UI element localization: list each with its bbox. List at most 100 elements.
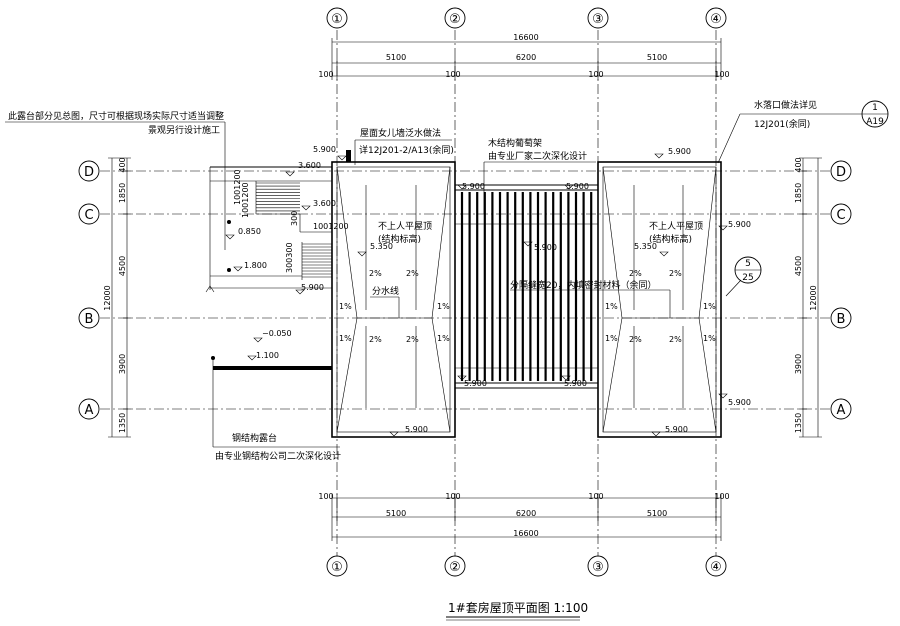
slope-left-ul: 2% (369, 269, 382, 278)
dimensions-bottom: 100 100 100 100 5100 6200 5100 16600 (318, 492, 730, 541)
slope-right-side-lr: 1% (703, 334, 716, 343)
callout-1-top: 1 (872, 103, 878, 113)
grid-lines (100, 30, 830, 556)
note-parapet-line2: 详12J201-2/A13(余同) (359, 144, 454, 156)
elev-5350-left: 5.350 (370, 242, 393, 251)
axis-bubble-top-3: ③ (592, 12, 604, 27)
axis-bubble-top-1: ① (331, 12, 343, 27)
dim-offset-top-2: 100 (445, 70, 460, 79)
note-parapet-line1: 屋面女儿墙泛水做法 (360, 127, 441, 139)
dim-offset-top-3: 100 (588, 70, 603, 79)
axis-bubble-bottom-1: ① (331, 560, 343, 575)
axis-bubbles: ① ② ③ ④ ① ② ③ ④ D C B A D C B A (78, 7, 852, 577)
stair-dim-3: 1001200 (313, 222, 349, 231)
slope-right-ul: 2% (629, 269, 642, 278)
slope-right-side-u: 1% (605, 302, 618, 311)
elev-5900-l: 5.900 (665, 425, 688, 434)
steel-terrace-edge (213, 366, 332, 370)
dim-total-width-top: 16600 (513, 33, 538, 42)
stair-dim-1: 1001200 (233, 169, 242, 205)
dim-offset-top-1: 100 (318, 70, 333, 79)
note-pergola-line2: 由专业厂家二次深化设计 (488, 150, 587, 162)
note-roof-left-line1: 不上人平屋顶 (378, 221, 432, 232)
drawing-title-block: 1#套房屋顶平面图 1:100 (446, 600, 588, 621)
note-joint: 分隔缝宽20，内填密封材料（余同） (510, 279, 656, 291)
axis-bubble-left-d: D (84, 165, 94, 180)
axis-bubble-right-a: A (837, 403, 846, 418)
stair-treads-lower (302, 243, 332, 278)
elev-minus-0050: −0.050 (262, 329, 292, 338)
elev-1800: 1.800 (244, 261, 267, 270)
note-terrace-line2: 景观另行设计施工 (148, 124, 220, 136)
elev-1100: 1.100 (256, 351, 279, 360)
note-drain-line1: 水落口做法详见 (754, 99, 817, 111)
slope-left-ll: 2% (369, 335, 382, 344)
stair-dim-2: 1001200 (241, 182, 250, 218)
dim-row-3-right: 4500 (794, 256, 803, 276)
slope-left-lr: 2% (406, 335, 419, 344)
elev-5900-b: 5.900 (668, 147, 691, 156)
elev-5900-g: 5.900 (534, 243, 557, 252)
elev-5900-h: 5.900 (728, 398, 751, 407)
stair-treads-upper (256, 182, 300, 212)
dimensions-left: 12000 400 1850 4500 3900 1350 (103, 157, 131, 438)
dim-offset-bottom-3: 100 (588, 492, 603, 501)
axis-bubble-bottom-3: ③ (592, 560, 604, 575)
elev-5350-right: 5.350 (634, 242, 657, 251)
axis-bubble-left-c: C (84, 208, 93, 223)
left-wing (205, 166, 332, 447)
slope-labels: 2% 2% 2% 2% 1% 1% 1% 1% 2% 2% 2% 2% 1% 1… (339, 269, 716, 344)
elev-5900-d: 5.900 (462, 182, 485, 191)
slope-right-ll: 2% (629, 335, 642, 344)
dim-row-4-right: 3900 (794, 354, 803, 374)
note-ridge: 分水线 (372, 285, 399, 297)
elev-0850: 0.850 (238, 227, 261, 236)
elevation-marks: 5.900 5.900 3.600 3.600 0.850 1.800 5.90… (225, 145, 751, 437)
callout-2-bottom: 25 (742, 273, 753, 283)
note-roof-left-line2: (结构标高) (378, 233, 421, 245)
axis-bubble-right-b: B (837, 312, 846, 327)
dim-offset-bottom-4: 100 (714, 492, 729, 501)
dim-row-1-right: 400 (794, 157, 803, 172)
elev-3600-b: 3.600 (313, 199, 336, 208)
dimensions-top: 16600 5100 6200 5100 100 100 100 100 (318, 33, 730, 80)
slope-left-side-lr: 1% (437, 334, 450, 343)
elev-5900-i: 5.900 (464, 379, 487, 388)
dim-bay-3-top: 5100 (647, 53, 667, 62)
note-terrace-line1: 此露台部分见总图，尺寸可根据现场实际尺寸适当调整 (8, 110, 224, 122)
elev-5900-c: 5.900 (301, 283, 324, 292)
axis-bubble-bottom-4: ④ (710, 560, 722, 575)
elev-5900-e: 5.900 (566, 182, 589, 191)
note-steel-line2: 由专业钢结构公司二次深化设计 (215, 450, 341, 462)
slope-right-lr: 2% (669, 335, 682, 344)
dim-bay-1-bottom: 5100 (386, 509, 406, 518)
note-steel-line1: 钢结构露台 (232, 432, 277, 444)
elev-5900-a: 5.900 (313, 145, 336, 154)
axis-bubble-left-b: B (85, 312, 94, 327)
slope-left-side-ur: 1% (437, 302, 450, 311)
stair-dims: 1001200 1001200 1001200 300 300300 (233, 169, 349, 273)
axis-bubble-right-c: C (836, 208, 845, 223)
axis-bubble-bottom-2: ② (449, 560, 461, 575)
slope-right-side-l: 1% (605, 334, 618, 343)
dim-row-2-left: 1850 (118, 183, 127, 203)
slope-right-ur: 2% (669, 269, 682, 278)
stair-dim-5: 300300 (285, 242, 294, 273)
dim-bay-2-bottom: 6200 (516, 509, 536, 518)
dim-row-5-right: 1350 (794, 413, 803, 433)
elev-5900-f: 5.900 (728, 220, 751, 229)
dim-row-5-left: 1350 (118, 413, 127, 433)
dim-row-2-right: 1850 (794, 183, 803, 203)
slope-left-side-u: 1% (339, 302, 352, 311)
dim-total-width-bottom: 16600 (513, 529, 538, 538)
dim-total-depth-right: 12000 (809, 285, 818, 310)
annotations: 此露台部分见总图，尺寸可根据现场实际尺寸适当调整 景观另行设计施工 屋面女儿墙泛… (5, 99, 889, 462)
note-roof-right-line2: (结构标高) (649, 233, 692, 245)
axis-bubble-left-a: A (85, 403, 94, 418)
elev-5900-j: 5.900 (564, 379, 587, 388)
dim-row-1-left: 400 (118, 157, 127, 172)
dim-offset-bottom-1: 100 (318, 492, 333, 501)
callout-2-top: 5 (745, 259, 751, 269)
dim-row-3-left: 4500 (118, 256, 127, 276)
